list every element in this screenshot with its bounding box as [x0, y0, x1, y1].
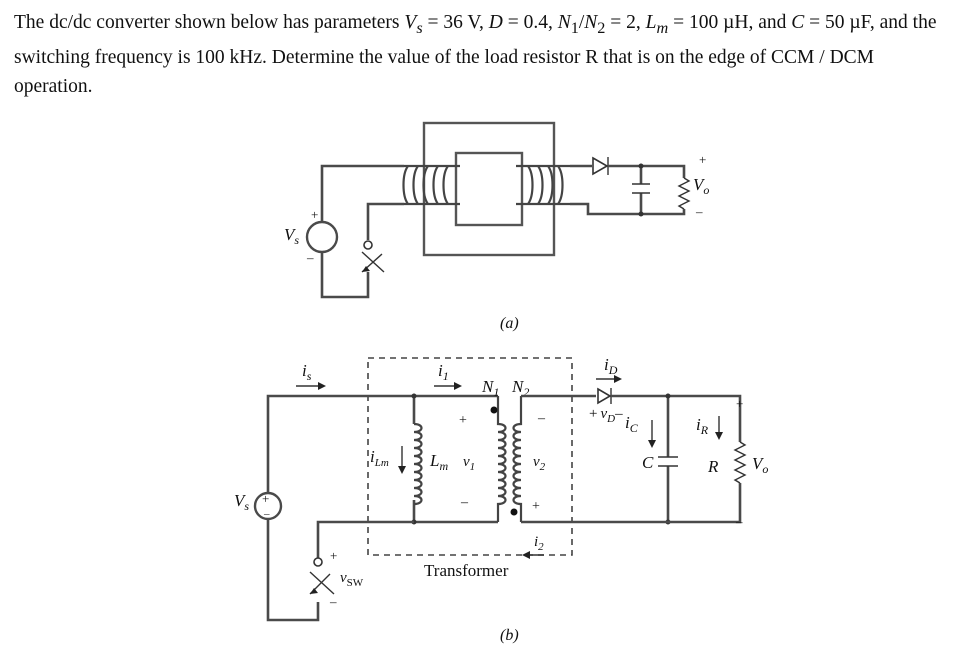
- switch-wire: [316, 520, 414, 558]
- lm-subscript: m: [656, 18, 669, 37]
- secondary-wire-bottom: [570, 202, 686, 216]
- transformer-box: [367, 357, 573, 556]
- diode-b: [597, 387, 612, 405]
- vsw-minus: –: [329, 594, 337, 609]
- n2-coil: [512, 396, 523, 522]
- transformer-label: Transformer: [424, 561, 509, 580]
- lm-symbol: L: [645, 12, 657, 33]
- c-label: C: [642, 453, 654, 472]
- output-wire-top: [611, 394, 742, 442]
- primary-wire-switch: [366, 202, 404, 240]
- vs-plus-b: +: [262, 491, 269, 506]
- diagram-b: Transformer + – Vs is i1 iLm Lm N1 + v1 …: [234, 355, 768, 644]
- source-wire-bottom: [266, 519, 320, 622]
- lm-label: Lm: [429, 451, 448, 473]
- primary-wire-bottom: [320, 252, 370, 299]
- vs-source-a: [305, 220, 339, 254]
- problem-statement: The dc/dc converter shown below has para…: [14, 8, 944, 101]
- ilm-label: iLm: [370, 447, 389, 469]
- vo-plus-a: +: [699, 152, 706, 167]
- vs-minus-a: –: [306, 250, 314, 265]
- vs-minus-b: –: [263, 508, 270, 520]
- output-wire-bottom: [521, 483, 742, 524]
- switch-contact-a: [363, 240, 373, 250]
- primary-wire-top: [320, 164, 404, 222]
- n1-coil: [496, 396, 507, 522]
- diode-a: [592, 156, 609, 176]
- r-label: R: [707, 457, 719, 476]
- vo-plus-b: +: [736, 396, 743, 411]
- vo-minus-b: –: [735, 514, 743, 529]
- v1-plus: +: [459, 413, 467, 428]
- primary-winding-a: [402, 164, 460, 206]
- ratio-slash: /: [578, 12, 585, 33]
- vs-plus-a: +: [311, 207, 318, 222]
- vs-value: = 36 V,: [422, 12, 489, 33]
- v2-minus: –: [537, 411, 546, 426]
- vs-label-a: Vs: [284, 225, 299, 247]
- n1-subscript: 1: [570, 18, 579, 37]
- source-wire-top: [266, 394, 498, 500]
- capacitor-a: [632, 166, 650, 214]
- vd-label: +vD–: [589, 406, 623, 425]
- vs-subscript: s: [416, 18, 423, 37]
- resistor-a: [677, 177, 691, 210]
- c-symbol: C: [791, 12, 805, 33]
- lm-coil: [413, 422, 423, 506]
- vsw-plus: +: [330, 548, 337, 563]
- caption-a: (a): [500, 315, 519, 332]
- vo-minus-a: –: [695, 204, 703, 219]
- vs-label-b: Vs: [234, 491, 249, 513]
- resistor-b: [733, 441, 747, 484]
- n1-label: N1: [481, 377, 499, 399]
- diagram-a: Vs + – + Vo – (a): [284, 121, 709, 332]
- switch-contact-b: [313, 557, 323, 567]
- d-symbol: D: [488, 12, 503, 33]
- ic-label: iC: [625, 413, 639, 435]
- i1-label: i1: [438, 361, 449, 383]
- i2-label: i2: [534, 534, 544, 553]
- ir-label: iR: [696, 415, 709, 437]
- id-label: iD: [604, 355, 618, 377]
- v2-plus: +: [532, 499, 540, 514]
- lm-value: = 100 µH, and: [668, 12, 792, 33]
- n2-symbol: N: [584, 12, 598, 33]
- problem-text-1: The dc/dc converter shown below has para…: [14, 12, 405, 33]
- transformer-core-inner: [454, 151, 524, 227]
- vs-symbol: V: [404, 12, 417, 33]
- n2-subscript: 2: [597, 18, 606, 37]
- vsw-label: vSW: [340, 570, 364, 589]
- vo-label-a: Vo: [693, 175, 709, 197]
- v2-label: v2: [533, 454, 546, 473]
- secondary-winding-a: [516, 164, 570, 206]
- n1-dot: [490, 406, 498, 414]
- lm-wire: [412, 396, 498, 524]
- n2-dot: [510, 508, 518, 516]
- caption-b: (b): [500, 627, 519, 644]
- is-label: is: [302, 361, 312, 383]
- vo-label-b: Vo: [752, 454, 768, 476]
- c-value: = 50 µF, and the switching frequency is …: [14, 12, 937, 97]
- v1-minus: –: [460, 495, 469, 510]
- capacitor-b: [658, 456, 678, 467]
- v1-label: v1: [463, 454, 475, 473]
- n1-symbol: N: [557, 12, 571, 33]
- n2-label: N2: [511, 377, 529, 399]
- n-value: = 2,: [605, 12, 646, 33]
- d-value: = 0.4,: [502, 12, 558, 33]
